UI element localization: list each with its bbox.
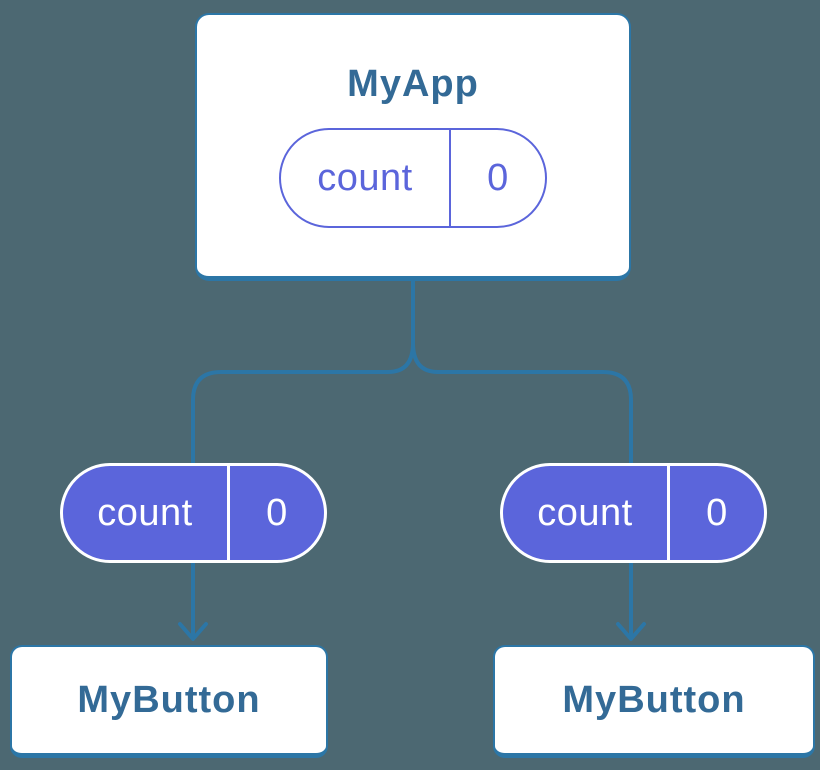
state-name: count xyxy=(317,156,413,199)
branch-left-line xyxy=(191,342,415,468)
component-title: MyApp xyxy=(347,63,479,105)
branch-right-line xyxy=(411,342,633,468)
prop-value: 0 xyxy=(706,491,728,534)
component-node-myapp: MyApp count 0 xyxy=(195,13,631,281)
prop-pill-left: count 0 xyxy=(60,463,327,563)
pill-divider xyxy=(667,466,670,560)
state-value: 0 xyxy=(487,156,509,199)
pill-divider xyxy=(449,130,451,226)
component-node-mybutton-left: MyButton xyxy=(10,645,328,758)
state-pill: count 0 xyxy=(279,128,547,228)
component-title: MyButton xyxy=(562,678,746,721)
prop-pill-right: count 0 xyxy=(500,463,767,563)
prop-name: count xyxy=(97,491,193,534)
component-node-mybutton-right: MyButton xyxy=(493,645,815,758)
arrow-right-head-icon xyxy=(616,622,646,641)
pill-divider xyxy=(227,466,230,560)
component-title: MyButton xyxy=(77,678,261,721)
prop-value: 0 xyxy=(266,491,288,534)
arrow-left-head-icon xyxy=(178,622,208,641)
prop-name: count xyxy=(537,491,633,534)
